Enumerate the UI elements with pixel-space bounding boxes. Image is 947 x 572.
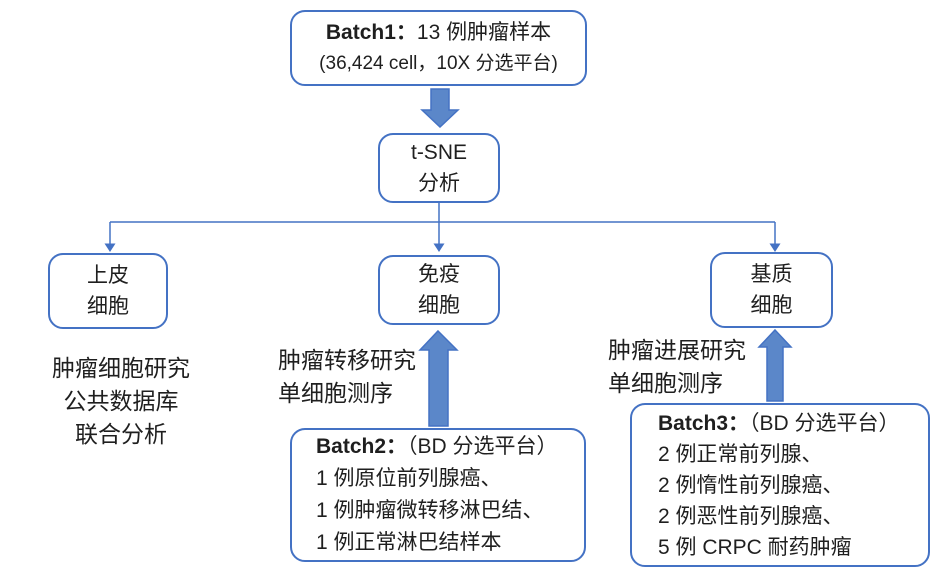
note-tumor-cell-research: 肿瘤细胞研究 公共数据库 联合分析 xyxy=(25,352,217,451)
note-left-line1: 肿瘤细胞研究 xyxy=(52,355,190,381)
block-arrow-down-icon xyxy=(420,88,460,129)
connector-tree xyxy=(109,203,776,245)
epithelial-line1: 上皮 xyxy=(87,264,129,287)
batch3-item: 2 例正常前列腺、 xyxy=(658,442,823,466)
immune-line1: 免疫 xyxy=(418,263,460,286)
stromal-line2: 细胞 xyxy=(750,294,793,317)
note-mid-line1: 肿瘤转移研究 xyxy=(278,347,416,373)
node-immune-cells: 免疫 细胞 xyxy=(378,255,500,325)
batch3-title-label: Batch3： xyxy=(658,411,750,435)
note-mid-line2: 单细胞测序 xyxy=(278,380,393,406)
batch2-item: 1 例原位前列腺癌、 xyxy=(316,467,502,490)
epithelial-line2: 细胞 xyxy=(87,295,129,318)
note-left-line3: 联合分析 xyxy=(75,421,167,447)
stromal-line1: 基质 xyxy=(750,263,793,286)
note-tumor-metastasis-research: 肿瘤转移研究 单细胞测序 xyxy=(278,344,416,410)
batch2-title-text: （BD 分选平台） xyxy=(407,435,558,458)
note-right-line1: 肿瘤进展研究 xyxy=(608,337,746,363)
note-tumor-progression-research: 肿瘤进展研究 单细胞测序 xyxy=(608,334,746,400)
node-batch1: Batch1：13 例肿瘤样本 (36,424 cell，10X 分选平台) xyxy=(290,10,587,86)
node-stromal-cells: 基质 细胞 xyxy=(710,252,833,328)
node-epithelial-cells: 上皮 细胞 xyxy=(48,253,168,329)
connector-arrowheads xyxy=(104,243,781,252)
batch1-title: Batch1：13 例肿瘤样本 xyxy=(326,17,551,48)
note-left-line2: 公共数据库 xyxy=(63,388,179,414)
batch3-title: Batch3：（BD 分选平台） xyxy=(658,408,900,439)
batch1-title-text: 13 例肿瘤样本 xyxy=(416,21,552,44)
node-batch2: Batch2：（BD 分选平台） 1 例原位前列腺癌、 1 例肿瘤微转移淋巴结、… xyxy=(290,428,586,562)
node-tsne: t-SNE 分析 xyxy=(378,133,500,203)
batch3-item: 2 例惰性前列腺癌、 xyxy=(658,473,844,497)
batch3-item: 2 例恶性前列腺癌、 xyxy=(658,504,844,528)
batch2-title: Batch2：（BD 分选平台） xyxy=(316,431,558,463)
node-batch3: Batch3：（BD 分选平台） 2 例正常前列腺、 2 例惰性前列腺癌、 2 … xyxy=(630,403,930,567)
batch2-item: 1 例正常淋巴结样本 xyxy=(316,531,502,554)
batch3-item: 5 例 CRPC 耐药肿瘤 xyxy=(658,535,852,559)
batch2-title-label: Batch2： xyxy=(316,435,408,458)
batch1-subtitle: (36,424 cell，10X 分选平台) xyxy=(319,53,558,74)
batch2-item: 1 例肿瘤微转移淋巴结、 xyxy=(316,499,544,522)
batch1-title-label: Batch1： xyxy=(325,21,417,44)
immune-line2: 细胞 xyxy=(418,294,460,317)
tsne-line1: t-SNE xyxy=(410,141,467,164)
block-arrow-up-stromal-icon xyxy=(757,328,793,402)
note-right-line2: 单细胞测序 xyxy=(608,370,723,396)
tsne-line2: 分析 xyxy=(418,172,460,195)
batch3-title-text: （BD 分选平台） xyxy=(749,411,900,435)
block-arrow-up-immune-icon xyxy=(418,329,459,427)
